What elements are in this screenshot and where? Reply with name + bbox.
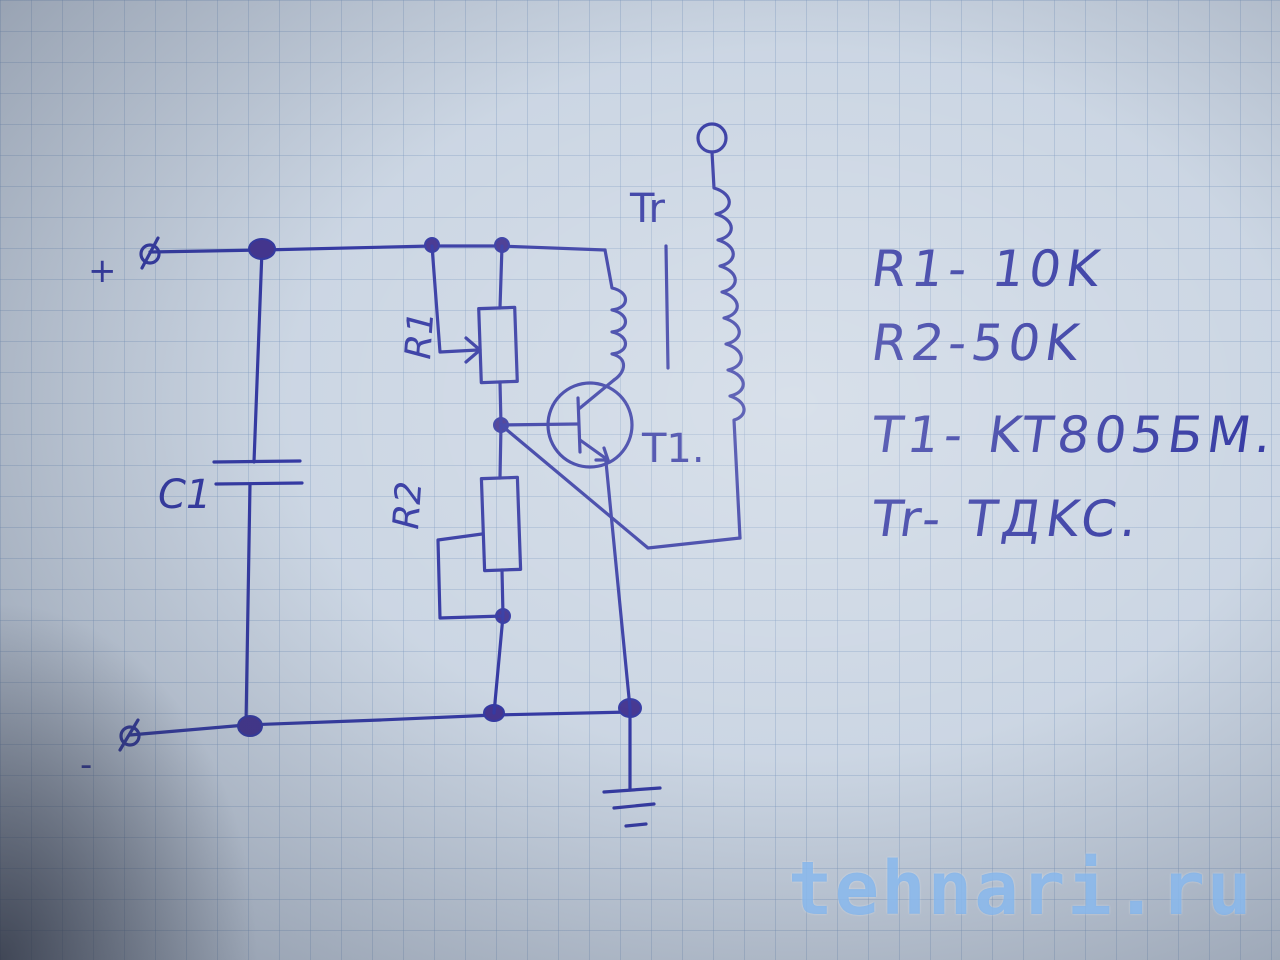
r1-bottom-lead bbox=[498, 380, 503, 427]
negative-rail-wire bbox=[128, 710, 632, 737]
r1-wiper-wire bbox=[430, 244, 480, 354]
t1-label: T1. bbox=[641, 426, 705, 472]
c1-upper-wire bbox=[252, 248, 264, 464]
t1-collector-lead bbox=[578, 378, 616, 410]
r2-resistor-body bbox=[479, 475, 523, 573]
secondary-winding bbox=[710, 150, 746, 540]
output-terminal bbox=[696, 122, 728, 154]
c1-lower-wire bbox=[244, 482, 252, 727]
minus-label: - bbox=[80, 745, 92, 785]
positive-rail-wire bbox=[148, 244, 607, 254]
r1-wiper-arrow bbox=[464, 336, 482, 364]
emitter-to-ground-wire bbox=[604, 460, 632, 792]
c1-label: C1 bbox=[158, 472, 211, 518]
r2-top-lead bbox=[498, 423, 503, 480]
junction-dot bbox=[237, 715, 263, 737]
r1-label: R1 bbox=[398, 310, 442, 361]
r1-top-lead bbox=[498, 244, 504, 310]
junction-dot bbox=[248, 238, 276, 260]
legend-line-r2: R2-50K bbox=[867, 314, 1088, 372]
t1-emitter-arrow bbox=[594, 446, 610, 462]
positive-terminal bbox=[139, 236, 161, 270]
ground-symbol bbox=[602, 786, 662, 828]
c1-plate-top bbox=[212, 459, 302, 464]
c1-plate-bottom bbox=[214, 481, 304, 486]
site-watermark: tehnari.ru bbox=[788, 846, 1254, 932]
legend-line-tr: Tr- TДKC. bbox=[867, 490, 1147, 548]
r2-wiper-loop bbox=[436, 532, 505, 620]
legend-line-r1: R1- 10K bbox=[867, 240, 1108, 298]
r1-resistor-body bbox=[477, 305, 519, 385]
r2-label: R2 bbox=[386, 480, 430, 531]
t1-base-lead bbox=[499, 422, 580, 427]
plus-label: + bbox=[88, 251, 117, 291]
transformer-core bbox=[664, 244, 670, 370]
feedback-wire bbox=[499, 423, 742, 550]
r2-bottom-lead bbox=[492, 568, 505, 715]
primary-winding bbox=[603, 248, 628, 382]
legend-line-t1: T1- KT805БМ. bbox=[867, 406, 1280, 464]
t1-emitter-lead bbox=[578, 438, 610, 462]
tr-label: Tr bbox=[629, 186, 666, 232]
